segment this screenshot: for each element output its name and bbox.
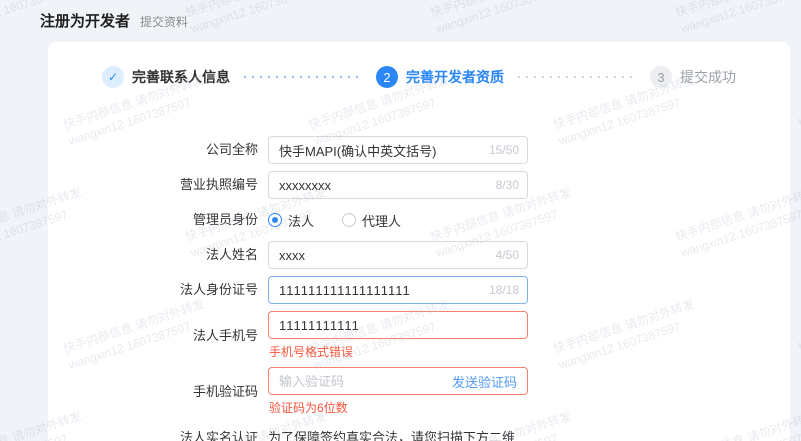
send-code-button[interactable]: 发送验证码 — [451, 374, 517, 390]
field-label: 公司全称 — [205, 142, 258, 157]
stepper: ✓ 完善联系人信息 2 完善开发者资质 3 提交成功 — [48, 42, 790, 88]
legal-person-name-input[interactable] — [269, 242, 527, 268]
row-real-name-auth: 法人实名认证 为了保障签约真实合法，请您扫描下方二维码进行用户实名认证。 — [48, 423, 790, 441]
page-subtitle: 提交资料 — [140, 15, 189, 29]
legal-person-id-input-box: 18/18 — [268, 276, 528, 304]
radio-option-agent[interactable]: 代理人 — [342, 211, 401, 230]
check-icon: ✓ — [102, 66, 124, 88]
radio-label: 法人 — [288, 213, 315, 229]
legal-person-name-input-box: 4/50 — [268, 241, 528, 269]
legal-person-id-input[interactable] — [269, 277, 527, 303]
page-header: 注册为开发者 提交资料 — [40, 10, 188, 31]
radio-unselected-icon[interactable] — [342, 213, 357, 227]
phone-error-message: 手机号格式错误 — [269, 345, 354, 359]
step-number: 2 — [376, 66, 398, 88]
step-label: 提交成功 — [680, 69, 736, 85]
step-developer-qualification: 2 完善开发者资质 — [376, 66, 504, 88]
field-label: 管理员身份 — [192, 212, 258, 227]
sms-code-input[interactable] — [269, 368, 527, 394]
step-connector — [244, 76, 362, 78]
admin-identity-radio-group: 法人 代理人 — [268, 206, 401, 234]
legal-person-phone-input[interactable] — [269, 312, 527, 338]
developer-qualification-form: 公司全称 15/50 营业执照编号 8/30 管理员身份 — [48, 136, 790, 441]
radio-option-legal-person[interactable]: 法人 — [268, 211, 314, 230]
row-legal-person-name: 法人姓名 4/50 — [48, 241, 790, 269]
step-contact-info: ✓ 完善联系人信息 — [102, 66, 230, 88]
company-name-input[interactable] — [269, 137, 527, 163]
sms-code-input-box: 发送验证码 — [268, 367, 528, 395]
radio-label: 代理人 — [362, 213, 402, 229]
real-name-auth-note: 为了保障签约真实合法，请您扫描下方二维码进行用户实名认证。 — [268, 430, 516, 441]
step-label: 完善开发者资质 — [406, 69, 504, 85]
step-label: 完善联系人信息 — [132, 69, 230, 85]
business-license-input-box: 8/30 — [268, 171, 528, 199]
step-connector — [518, 76, 636, 78]
step-submit-success: 3 提交成功 — [650, 66, 736, 88]
legal-person-phone-input-box — [268, 311, 528, 339]
row-admin-identity: 管理员身份 法人 代理人 — [48, 206, 790, 234]
row-legal-person-phone: 法人手机号 手机号格式错误 — [48, 311, 790, 360]
business-license-input[interactable] — [269, 172, 527, 198]
row-legal-person-id: 法人身份证号 18/18 — [48, 276, 790, 304]
registration-card: ✓ 完善联系人信息 2 完善开发者资质 3 提交成功 公司全称 15/50 — [48, 42, 790, 441]
radio-selected-icon[interactable] — [268, 213, 282, 227]
field-label: 营业执照编号 — [179, 177, 258, 192]
field-label: 法人身份证号 — [179, 282, 258, 297]
field-label: 法人姓名 — [205, 247, 258, 262]
sms-code-error-message: 验证码为6位数 — [269, 401, 348, 415]
company-name-input-box: 15/50 — [268, 136, 528, 164]
field-label: 法人实名认证 — [179, 430, 258, 441]
step-number: 3 — [650, 66, 672, 88]
row-company-name: 公司全称 15/50 — [48, 136, 790, 164]
page-title: 注册为开发者 — [40, 13, 131, 30]
row-sms-code: 手机验证码 发送验证码 验证码为6位数 — [48, 367, 790, 416]
field-label: 手机验证码 — [192, 383, 258, 399]
row-business-license: 营业执照编号 8/30 — [48, 171, 790, 199]
field-label: 法人手机号 — [192, 327, 258, 343]
